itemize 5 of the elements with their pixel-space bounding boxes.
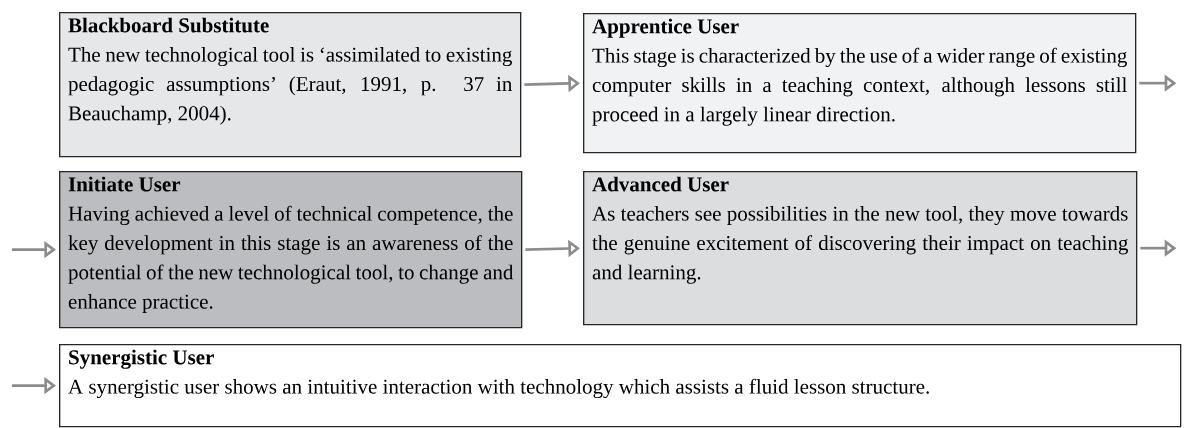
stage-box: Synergistic User A synergistic user shows an intuitive interaction with technology which assists a fluid lesson structure. (59, 344, 1182, 428)
stage-box: Apprentice User This stage is characterized by the use of a wider range of existing computer skills in a teaching context, although lessons still proceed in a largely linear direction. (583, 13, 1137, 154)
stage-box: Blackboard Substitute The new technological tool is ‘assimilated to existing pedagogic assumptions’ (Eraut, 1991, p. 37 in Beauchamp, 2004). (59, 12, 522, 158)
stage-box: Initiate User Having achieved a level of technical competence, the key development in this stage is an awareness of the potential of the new technological tool, to change and enhance practice. (59, 171, 523, 329)
stage-box: Advanced User As teachers see possibilities in the new tool, they move towards the genuine excitement of discovering their impact on teaching and learning. (583, 171, 1138, 326)
